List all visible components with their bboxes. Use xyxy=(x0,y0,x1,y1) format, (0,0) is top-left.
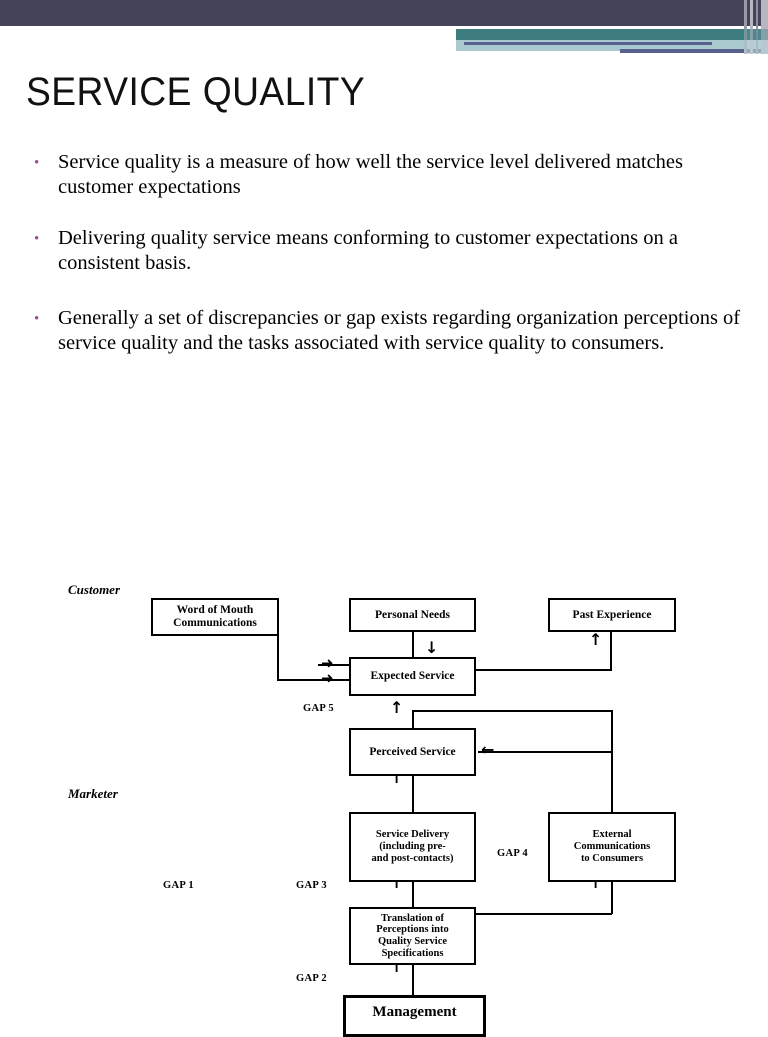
box-service-delivery-line-3: and post-contacts) xyxy=(371,852,454,864)
box-external-communications-line-3: to Consumers xyxy=(580,852,644,864)
arrow-down-icon: ↓ xyxy=(425,638,439,657)
box-service-delivery-line-1: Service Delivery xyxy=(375,829,450,841)
slide-header-decoration xyxy=(0,0,768,60)
box-external-communications: External Communications to Consumers xyxy=(548,812,676,882)
header-tick-4 xyxy=(761,0,768,54)
gap-label-3: GAP 3 xyxy=(296,880,327,891)
arrow-left-icon: ← xyxy=(481,740,495,759)
gap-label-1: GAP 1 xyxy=(163,880,194,891)
bullet-marker-icon: • xyxy=(34,311,40,327)
bullet-marker-icon: • xyxy=(34,231,40,247)
connector-personal-needs-down xyxy=(412,632,414,657)
connector-gap5-upper xyxy=(318,664,350,666)
box-personal-needs: Personal Needs xyxy=(349,598,476,632)
bullet-marker-icon: • xyxy=(34,155,40,171)
box-translation-of-perceptions: Translation of Perceptions into Quality … xyxy=(349,907,476,965)
connector-wom-horizontal xyxy=(277,679,349,682)
section-label-customer: Customer xyxy=(68,582,121,597)
list-item: • Delivering quality service means confo… xyxy=(30,226,760,276)
box-external-communications-line-1: External xyxy=(592,829,632,841)
header-tick-1 xyxy=(744,0,747,54)
box-translation-line-2: Perceptions into xyxy=(376,924,449,936)
box-past-experience: Past Experience xyxy=(548,598,676,632)
gap-label-2: GAP 2 xyxy=(296,973,327,984)
connector-right-trunk-vertical xyxy=(611,710,613,875)
gap-label-5: GAP 5 xyxy=(303,703,334,714)
box-translation-line-1: Translation of xyxy=(380,912,445,924)
connector-into-perceived-service xyxy=(478,751,612,753)
box-management-perceptions: Management xyxy=(343,995,486,1037)
connector-past-experience-up xyxy=(610,632,612,670)
list-item: • Generally a set of discrepancies or ga… xyxy=(30,306,760,356)
bullet-text: Generally a set of discrepancies or gap … xyxy=(58,307,741,354)
box-past-experience-label: Past Experience xyxy=(572,608,652,621)
box-translation-line-3: Quality Service xyxy=(377,936,448,947)
bullet-list: • Service quality is a measure of how we… xyxy=(30,150,760,382)
box-personal-needs-label: Personal Needs xyxy=(374,608,451,621)
header-tick-3 xyxy=(756,0,758,54)
header-tick-overlay-light xyxy=(744,40,768,54)
arrow-right-icon: ➜ xyxy=(321,654,334,672)
connector-perceived-to-expected xyxy=(412,710,414,740)
header-stripe-upper xyxy=(464,42,712,45)
box-word-of-mouth: Word of Mouth Communications xyxy=(151,598,279,636)
box-perceived-service-label: Perceived Service xyxy=(369,745,456,758)
connector-expected-to-past-horizontal xyxy=(475,669,612,671)
connector-expected-bottom-horizontal xyxy=(412,710,612,712)
arrow-up-icon: ↑ xyxy=(589,630,603,649)
box-word-of-mouth-label: Word of Mouth Communications xyxy=(173,604,257,629)
connector-translation-to-external-horizontal xyxy=(475,913,612,915)
box-perceived-service: Perceived Service xyxy=(349,728,476,776)
box-service-delivery: Service Delivery (including pre- and pos… xyxy=(349,812,476,882)
page-title: SERVICE QUALITY xyxy=(26,70,366,114)
header-band-white-mask xyxy=(0,29,456,51)
box-translation-line-4: Specifications xyxy=(381,947,444,959)
box-service-delivery-line-2: (including pre- xyxy=(379,841,446,853)
arrow-right-icon: ➜ xyxy=(321,669,334,687)
connector-wom-vertical xyxy=(277,636,280,681)
bullet-text: Service quality is a measure of how well… xyxy=(58,151,684,198)
header-band-dark xyxy=(0,0,768,26)
box-external-communications-line-2: Communications xyxy=(573,841,651,853)
header-tick-2 xyxy=(750,0,753,54)
gap-label-4: GAP 4 xyxy=(497,848,528,859)
service-quality-gap-model-diagram: Customer Marketer ➜ ➜ ↓ ↑ ↑ ← ↑ ↑ ↑ ↑ Wo… xyxy=(0,570,768,1037)
connector-external-up xyxy=(611,881,613,914)
box-expected-service-label: Expected Service xyxy=(370,670,455,683)
connector-management-to-translation xyxy=(412,965,414,998)
box-management-label: Management xyxy=(372,1004,457,1020)
header-stripe-lower xyxy=(620,49,768,53)
list-item: • Service quality is a measure of how we… xyxy=(30,150,760,200)
bullet-text: Delivering quality service means conform… xyxy=(58,227,678,274)
connector-translation-to-delivery xyxy=(412,881,414,918)
header-tick-overlay-teal xyxy=(744,29,768,40)
section-label-marketer: Marketer xyxy=(68,786,118,801)
connector-delivery-to-perceived xyxy=(412,776,414,824)
arrow-up-icon: ↑ xyxy=(390,698,404,717)
box-expected-service: Expected Service xyxy=(349,657,476,696)
